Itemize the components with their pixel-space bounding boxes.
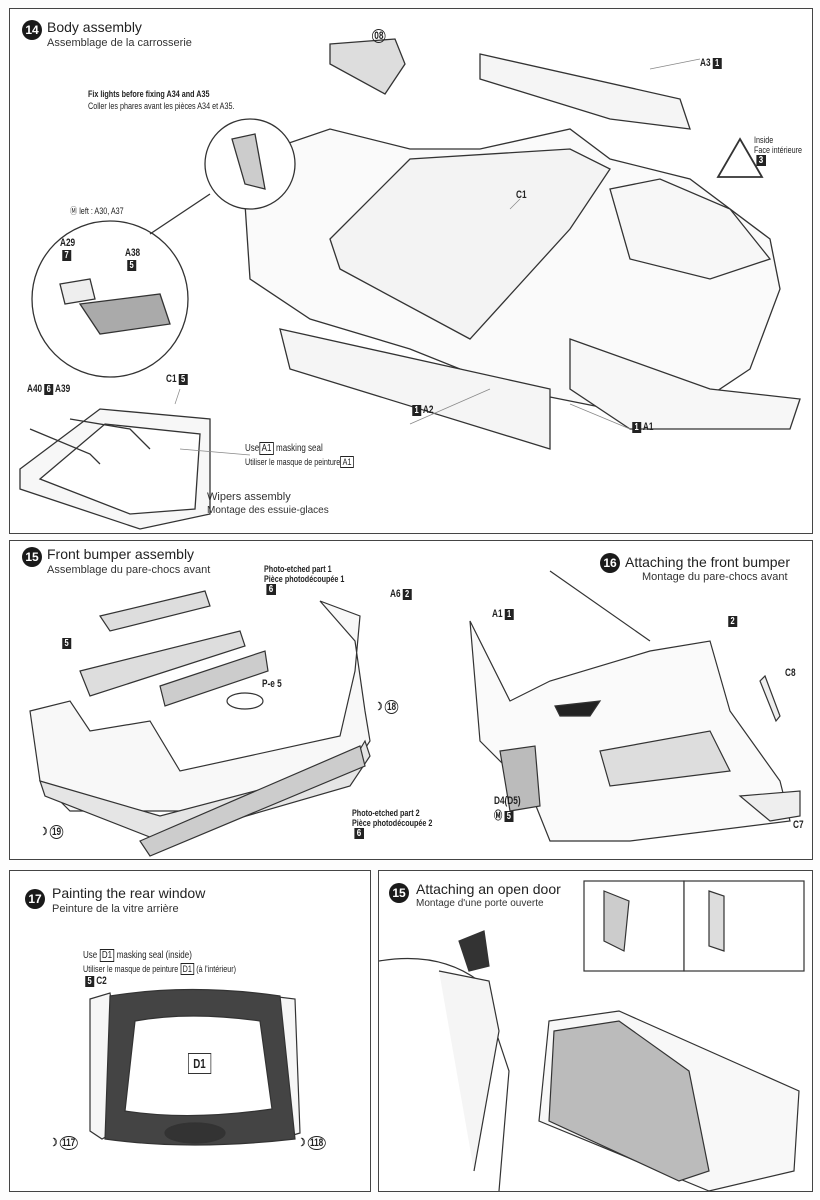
step-number-badge: 15: [389, 883, 409, 903]
step-title: Attaching the front bumper: [625, 554, 790, 570]
part-label-c1: C1: [516, 189, 527, 201]
color-label-2: 2: [726, 615, 737, 627]
step-number-badge: 15: [22, 547, 42, 567]
step-subtitle: Assemblage de la carrosserie: [47, 37, 192, 49]
step-title: Attaching an open door: [416, 881, 561, 897]
decal-18: ☽ 18: [375, 700, 399, 714]
step-15-16-panel: 15 Front bumper assembly Assemblage du p…: [9, 540, 813, 860]
step-subtitle: Montage du pare-chocs avant: [642, 571, 788, 583]
part-label-c7: C7: [793, 819, 804, 831]
left-parts-note: Ⓜ left : A30, A37: [70, 204, 124, 217]
part-label-a1: 1 A1: [630, 421, 653, 433]
left-note-text: left : A30, A37: [79, 206, 124, 216]
decal-117: ☽ 117: [50, 1136, 78, 1150]
body-assembly-illustration: [19, 38, 801, 530]
left-hand-icon: Ⓜ: [70, 206, 80, 216]
open-door-illustration: [379, 880, 805, 1191]
part-label-c8: C8: [785, 667, 796, 679]
step-14-panel: 14 Body assembly Assemblage de la carros…: [9, 8, 813, 534]
color-label-5: 5: [60, 637, 71, 649]
mask-label-d1: D1: [188, 1053, 211, 1074]
step-title: Painting the rear window: [52, 885, 206, 901]
decal-19: ☽ 19: [40, 825, 64, 839]
step-subtitle: Peinture de la vitre arrière: [52, 903, 179, 915]
part-label-a2: 1 A2: [410, 404, 433, 416]
step-subtitle: Assemblage du pare-chocs avant: [47, 564, 211, 576]
step-number-badge: 16: [600, 553, 620, 573]
step-number-badge: 14: [22, 20, 42, 40]
note-english: Fix lights before fixing A34 and A35: [88, 89, 210, 99]
step-17-panel: 17 Painting the rear window Peinture de …: [9, 870, 371, 1192]
step-subtitle: Montage d'une porte ouverte: [416, 898, 544, 909]
part-label-08: 08: [372, 29, 386, 43]
mask-note-french: Utiliser le masque de peinture D1 (à l'i…: [83, 963, 237, 975]
step-title: Front bumper assembly: [47, 546, 195, 562]
open-door-panel: 15 Attaching an open door Montage d'une …: [378, 870, 813, 1192]
bumper-illustration: [29, 570, 801, 857]
wipers-title: Wipers assembly: [207, 491, 291, 503]
wipers-subtitle: Montage des essuie-glaces: [207, 505, 329, 516]
decal-118: ☽ 118: [298, 1136, 326, 1150]
note-french: Coller les phares avant les pièces A34 e…: [88, 101, 235, 111]
part-label-pe5: P-e 5: [262, 678, 282, 690]
mask-note-english: Use D1 masking seal (inside): [83, 949, 192, 962]
part-label-c2: 5 C2: [83, 975, 107, 987]
step-number-badge: 17: [25, 889, 45, 909]
step-title: Body assembly: [47, 19, 142, 35]
